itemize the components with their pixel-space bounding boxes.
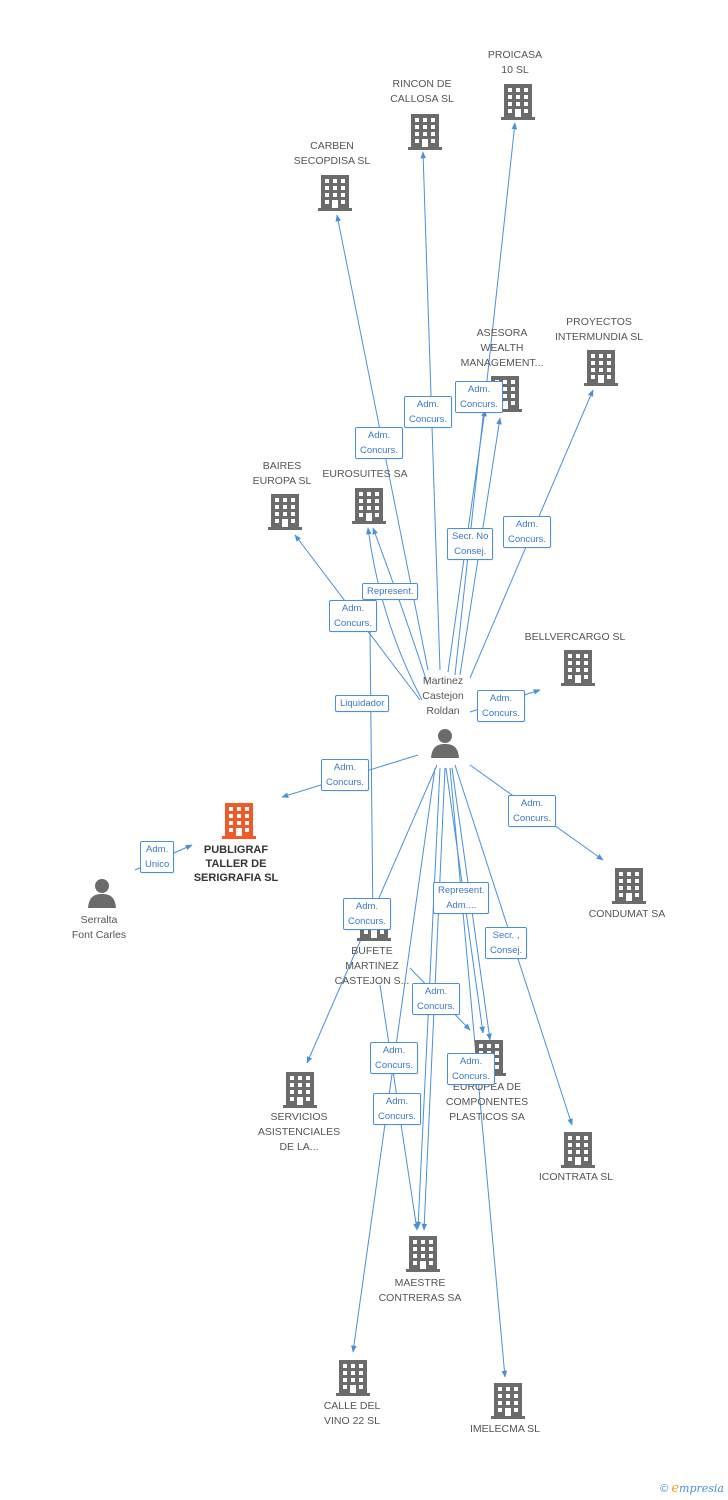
building-icon[interactable] <box>501 84 535 120</box>
building-icon[interactable] <box>406 1236 440 1272</box>
relation-label[interactable]: Secr. No Consej. <box>447 528 494 560</box>
relation-label[interactable]: Adm. Unico <box>140 841 175 873</box>
relation-label[interactable]: Adm. Concurs. <box>503 516 552 548</box>
building-icon[interactable] <box>561 650 595 686</box>
node-label-bufete[interactable]: BUFETE MARTINEZ CASTEJON S... <box>334 945 410 987</box>
node-label-publigraf[interactable]: PUBLIGRAF TALLER DE SERIGRAFIA SL <box>193 844 279 884</box>
building-icon[interactable] <box>584 350 618 386</box>
node-label-proicasa[interactable]: PROICASA 10 SL <box>487 49 543 76</box>
copyright-symbol: © <box>660 1483 669 1495</box>
relation-label[interactable]: Represent. Adm.... <box>433 882 490 914</box>
relation-label[interactable]: Adm. Concurs. <box>447 1053 496 1085</box>
building-icon[interactable] <box>408 114 442 150</box>
edge-martinez-eurosuites-2 <box>366 527 423 701</box>
node-label-rincon[interactable]: RINCON DE CALLOSA SL <box>390 78 454 105</box>
relation-label[interactable]: Adm. Concurs. <box>329 600 378 632</box>
edge-martinez-eurosuites-1 <box>372 527 429 686</box>
node-label-condumat[interactable]: CONDUMAT SA <box>588 908 666 920</box>
building-icon[interactable] <box>318 175 352 211</box>
relation-label[interactable]: Adm. Concurs. <box>477 690 526 722</box>
node-label-servicios[interactable]: SERVICIOS ASISTENCIALES DE LA... <box>257 1111 341 1153</box>
node-label-maestre[interactable]: MAESTRE CONTRERAS SA <box>378 1277 462 1304</box>
node-label-martinez[interactable]: Martinez Castejon Roldan <box>422 675 464 717</box>
brand-name: mpresia <box>679 1482 724 1495</box>
footer-brand: © empresia <box>660 1481 724 1496</box>
relation-label[interactable]: Liquidador <box>335 695 390 712</box>
node-label-europea[interactable]: EUROPEA DE COMPONENTES PLASTICOS SA <box>445 1081 529 1123</box>
relation-label[interactable]: Adm. Concurs. <box>404 396 453 428</box>
building-icon[interactable] <box>222 803 256 839</box>
building-icon[interactable] <box>352 488 386 524</box>
brand-logo-initial: e <box>671 1481 680 1496</box>
person-icon[interactable] <box>431 729 459 758</box>
relation-label[interactable]: Secr. , Consej. <box>485 927 528 959</box>
edge-martinez-bufete <box>369 629 374 926</box>
node-label-calle[interactable]: CALLE DEL VINO 22 SL <box>323 1400 381 1427</box>
node-label-bellvercargo[interactable]: BELLVERCARGO SL <box>524 631 626 643</box>
relation-label[interactable]: Adm. Concurs. <box>455 381 504 413</box>
node-label-baires[interactable]: BAIRES EUROPA SL <box>252 460 312 487</box>
building-icon[interactable] <box>561 1132 595 1168</box>
node-label-eurosuites[interactable]: EUROSUITES SA <box>322 468 408 480</box>
relation-label[interactable]: Adm. Concurs. <box>508 795 557 827</box>
building-icon[interactable] <box>336 1360 370 1396</box>
relation-label[interactable]: Adm. Concurs. <box>412 983 461 1015</box>
node-icons <box>88 84 646 1419</box>
relation-label[interactable]: Adm. Concurs. <box>355 427 404 459</box>
relation-label[interactable]: Represent. <box>362 583 419 600</box>
relation-label[interactable]: Adm. Concurs. <box>373 1093 422 1125</box>
building-icon[interactable] <box>612 868 646 904</box>
node-label-icontrata[interactable]: ICONTRATA SL <box>538 1171 614 1183</box>
edges <box>134 122 604 1378</box>
node-label-imelecma[interactable]: IMELECMA SL <box>469 1423 541 1435</box>
relation-label[interactable]: Adm. Concurs. <box>321 759 370 791</box>
person-icon[interactable] <box>88 879 116 908</box>
building-icon[interactable] <box>491 1383 525 1419</box>
relation-label[interactable]: Adm. Concurs. <box>343 898 392 930</box>
node-label-asesora[interactable]: ASESORA WEALTH MANAGEMENT... <box>460 327 544 369</box>
node-label-proyectos[interactable]: PROYECTOS INTERMUNDIA SL <box>554 316 644 343</box>
building-icon[interactable] <box>283 1072 317 1108</box>
node-label-carben[interactable]: CARBEN SECOPDISA SL <box>293 140 371 167</box>
node-label-serralta[interactable]: Serralta Font Carles <box>71 914 127 941</box>
building-icon[interactable] <box>268 494 302 530</box>
relation-label[interactable]: Adm. Concurs. <box>370 1042 419 1074</box>
